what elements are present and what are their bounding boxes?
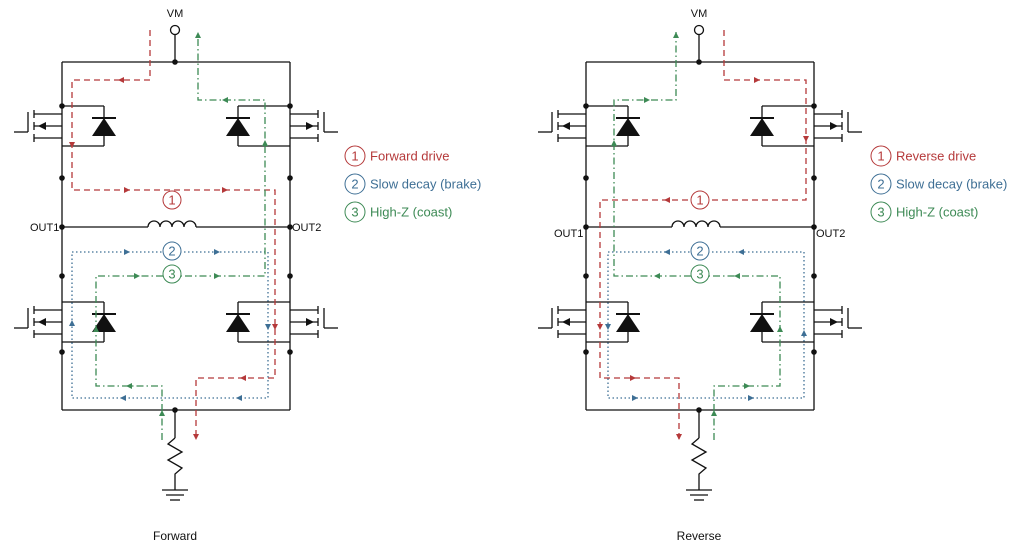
supply-label: VM bbox=[167, 8, 184, 20]
arrow-icon bbox=[744, 383, 750, 389]
arrow-icon bbox=[69, 142, 75, 148]
arrow-icon bbox=[126, 383, 132, 389]
arrow-icon bbox=[801, 330, 807, 336]
legend-high-z: High-Z (coast) bbox=[370, 205, 452, 220]
arrow-icon bbox=[240, 375, 246, 381]
arrow-icon bbox=[93, 326, 99, 332]
arrow-icon bbox=[134, 273, 140, 279]
out1-label: OUT1 bbox=[554, 228, 583, 240]
supply-label: VM bbox=[691, 8, 708, 20]
out2-label: OUT2 bbox=[292, 222, 321, 234]
path-number: 3 bbox=[168, 267, 175, 282]
legend-number: 2 bbox=[877, 177, 884, 192]
panel-reverse: VM OUT1 OUT2 Reverse 1 2 bbox=[538, 8, 1007, 543]
arrow-icon bbox=[214, 249, 220, 255]
arrow-icon bbox=[605, 324, 611, 330]
arrow-icon bbox=[644, 97, 650, 103]
arrow-icon bbox=[69, 320, 75, 326]
arrow-icon bbox=[676, 434, 682, 440]
arrow-icon bbox=[195, 32, 201, 38]
arrow-icon bbox=[738, 249, 744, 255]
legend: 1 Forward drive 2 Slow decay (brake) 3 H… bbox=[344, 145, 481, 223]
legend: 1 Reverse drive 2 Slow decay (brake) 3 H… bbox=[870, 145, 1007, 223]
legend-high-z: High-Z (coast) bbox=[896, 205, 978, 220]
arrow-icon bbox=[754, 77, 760, 83]
arrow-icon bbox=[222, 187, 228, 193]
forward-drive-path bbox=[71, 30, 276, 440]
legend-forward-drive: Forward drive bbox=[370, 149, 449, 164]
arrow-icon bbox=[118, 77, 124, 83]
coast-path bbox=[613, 32, 781, 440]
legend-number: 3 bbox=[877, 205, 884, 220]
legend-reverse-drive: Reverse drive bbox=[896, 149, 976, 164]
legend-number: 3 bbox=[351, 205, 358, 220]
arrow-icon bbox=[673, 32, 679, 38]
arrow-icon bbox=[597, 324, 603, 330]
arrow-icon bbox=[124, 249, 130, 255]
arrow-icon bbox=[777, 326, 783, 332]
legend-number: 2 bbox=[351, 177, 358, 192]
arrow-icon bbox=[611, 140, 617, 146]
legend-number: 1 bbox=[351, 149, 358, 164]
arrow-icon bbox=[632, 395, 638, 401]
arrow-icon bbox=[664, 249, 670, 255]
arrow-icon bbox=[711, 410, 717, 416]
out2-label: OUT2 bbox=[816, 228, 845, 240]
arrow-icon bbox=[193, 434, 199, 440]
arrow-icon bbox=[803, 136, 809, 142]
arrow-icon bbox=[236, 395, 242, 401]
path-number: 1 bbox=[168, 193, 175, 208]
path-number: 2 bbox=[168, 244, 175, 259]
arrow-icon bbox=[265, 324, 271, 330]
legend-slow-decay: Slow decay (brake) bbox=[896, 177, 1007, 192]
arrow-icon bbox=[664, 197, 670, 203]
panel-forward: VM OUT1 OUT2 Forward 1 bbox=[14, 8, 481, 543]
path-number: 1 bbox=[696, 193, 703, 208]
arrow-icon bbox=[222, 97, 228, 103]
arrow-icon bbox=[734, 273, 740, 279]
arrow-icon bbox=[120, 395, 126, 401]
legend-number: 1 bbox=[877, 149, 884, 164]
path-number: 2 bbox=[696, 244, 703, 259]
out1-label: OUT1 bbox=[30, 222, 59, 234]
arrow-icon bbox=[630, 375, 636, 381]
arrow-icon bbox=[214, 273, 220, 279]
arrow-icon bbox=[124, 187, 130, 193]
arrow-icon bbox=[654, 273, 660, 279]
arrow-icon bbox=[748, 395, 754, 401]
arrow-icon bbox=[272, 324, 278, 330]
legend-slow-decay: Slow decay (brake) bbox=[370, 177, 481, 192]
panel-caption: Reverse bbox=[677, 529, 722, 543]
path-number: 3 bbox=[696, 267, 703, 282]
coast-path bbox=[95, 32, 266, 440]
panel-caption: Forward bbox=[153, 529, 197, 543]
arrow-icon bbox=[159, 410, 165, 416]
arrow-icon bbox=[262, 140, 268, 146]
